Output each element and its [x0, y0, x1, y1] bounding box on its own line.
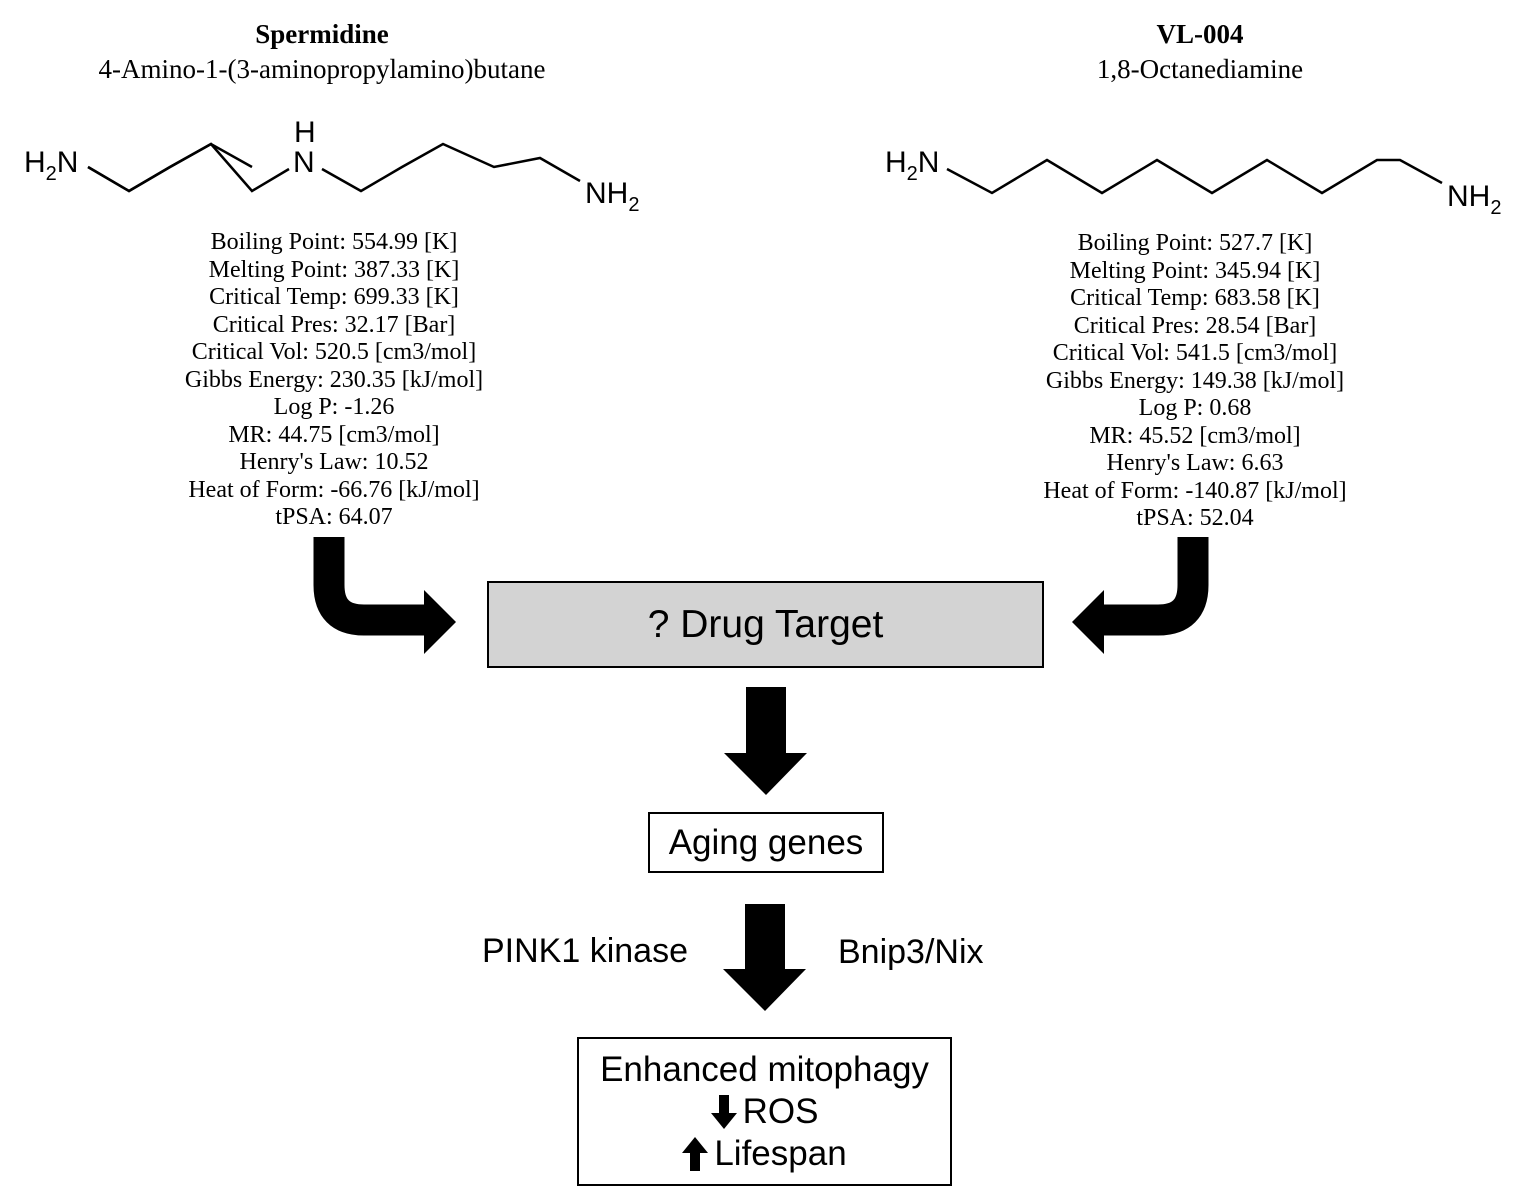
outcome-line-lifespan: Lifespan	[682, 1133, 847, 1175]
vl004-label-h2n: H2N	[885, 146, 939, 185]
outcome-mitophagy-label: Enhanced mitophagy	[600, 1049, 929, 1089]
property-line: Critical Temp: 699.33 [K]	[209, 284, 459, 310]
property-line: Log P: 0.68	[1138, 395, 1252, 421]
property-line: Heat of Form: -66.76 [kJ/mol]	[188, 476, 480, 503]
property-line: Boiling Point: 554.99 [K]	[210, 229, 458, 255]
property-line: Gibbs Energy: 149.38 [kJ/mol]	[1045, 367, 1345, 394]
property-line: Log P: -1.26	[273, 394, 395, 420]
property-line: Critical Temp: 683.58 [K]	[1070, 285, 1320, 311]
property-line: tPSA: 52.04	[1136, 505, 1254, 531]
pathway-label-bnip3-nix: Bnip3/Nix	[838, 933, 984, 971]
vl004-properties: Boiling Point: 527.7 [K] Melting Point: …	[945, 230, 1445, 533]
outcome-lifespan-label: Lifespan	[714, 1133, 847, 1173]
property-line: Critical Vol: 520.5 [cm3/mol]	[191, 339, 477, 365]
spermidine-label-nh-h: H	[294, 116, 316, 149]
vl004-structure: H2N NH2	[885, 146, 1501, 219]
outcome-box: Enhanced mitophagy ROS Lifespan	[577, 1037, 952, 1186]
up-arrow-icon	[682, 1136, 709, 1171]
outcome-line-ros: ROS	[710, 1091, 819, 1133]
spermidine-label-nh-n: N	[293, 146, 315, 179]
property-line: Gibbs Energy: 230.35 [kJ/mol]	[184, 366, 484, 393]
aging-genes-label: Aging genes	[668, 822, 864, 862]
down-arrow-icon	[710, 1094, 737, 1129]
vl004-label-nh2: NH2	[1447, 180, 1501, 219]
property-line: Melting Point: 345.94 [K]	[1069, 257, 1321, 284]
property-line: Boiling Point: 527.7 [K]	[1077, 230, 1313, 256]
property-line: Heat of Form: -140.87 [kJ/mol]	[1043, 477, 1347, 504]
spermidine-label-h2n: H2N	[24, 146, 78, 185]
property-line: Melting Point: 387.33 [K]	[208, 256, 460, 283]
spermidine-structure: H2N H N NH2	[24, 116, 639, 216]
spermidine-bond-chain-left	[87, 142, 290, 193]
compound-name-spermidine: Spermidine	[255, 19, 389, 49]
property-line: MR: 44.75 [cm3/mol]	[228, 421, 440, 448]
property-line: MR: 45.52 [cm3/mol]	[1089, 422, 1301, 449]
property-line: Critical Vol: 541.5 [cm3/mol]	[1052, 340, 1338, 366]
down-arrow-2-icon	[723, 904, 806, 1011]
curved-arrow-right-icon	[1072, 537, 1209, 654]
aging-genes-box: Aging genes	[648, 812, 884, 873]
vl004-bond-chain	[946, 158, 1443, 195]
spermidine-bond-chain-right	[321, 142, 581, 193]
spermidine-label-nh2: NH2	[585, 177, 639, 216]
property-line: Henry's Law: 10.52	[239, 449, 429, 475]
property-line: Critical Pres: 28.54 [Bar]	[1073, 312, 1317, 339]
property-line: tPSA: 64.07	[275, 504, 393, 530]
property-line: Critical Pres: 32.17 [Bar]	[212, 311, 456, 338]
property-line: Henry's Law: 6.63	[1106, 450, 1284, 476]
outcome-line-mitophagy: Enhanced mitophagy	[600, 1049, 929, 1091]
compound-iupac-spermidine: 4-Amino-1-(3-aminopropylamino)butane	[98, 54, 546, 84]
drug-target-box: ? Drug Target	[487, 581, 1044, 668]
outcome-ros-label: ROS	[742, 1091, 819, 1131]
compound-name-vl004: VL-004	[1156, 19, 1244, 49]
down-arrow-1-icon	[724, 687, 807, 795]
curved-arrow-left-icon	[313, 537, 456, 654]
drug-target-label: ? Drug Target	[647, 602, 884, 646]
compound-iupac-vl004: 1,8-Octanediamine	[1096, 54, 1304, 84]
spermidine-properties: Boiling Point: 554.99 [K] Melting Point:…	[84, 229, 584, 532]
pathway-label-pink1: PINK1 kinase	[482, 932, 688, 970]
